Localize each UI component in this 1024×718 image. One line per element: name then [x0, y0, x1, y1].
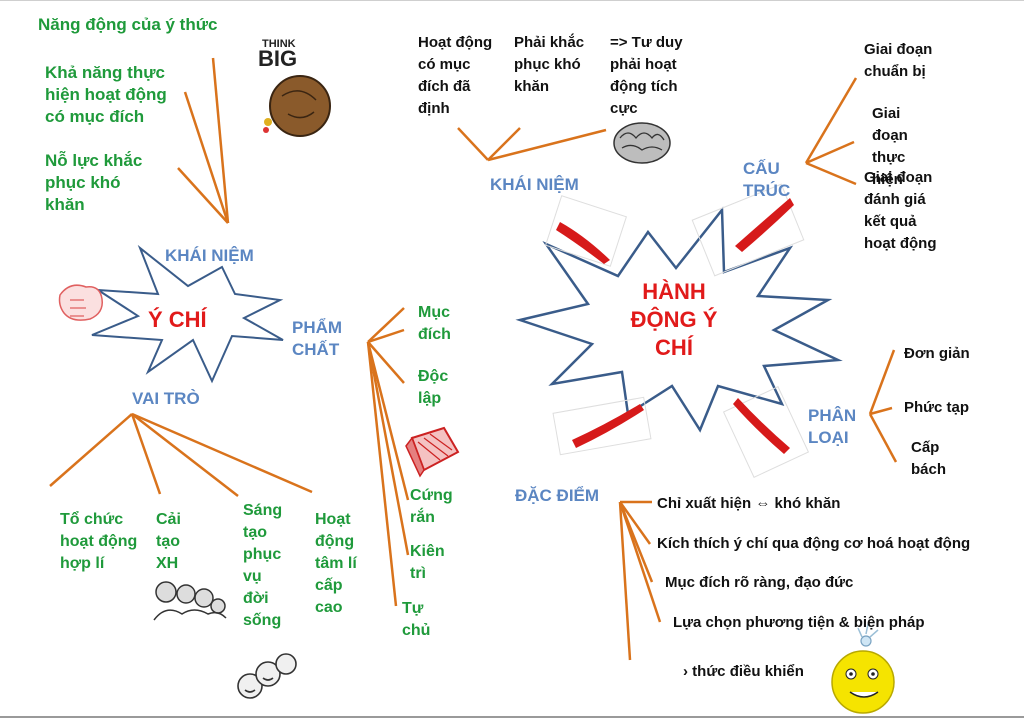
action-center-title: HÀNH ĐỘNG Ý CHÍ	[630, 279, 718, 360]
feature-item-1: Chỉ xuất hiện ⇔ khó khăn	[657, 495, 841, 512]
fist-icon	[58, 284, 103, 321]
cube-icon	[405, 426, 460, 478]
structure-item-3: Giai đoạn đánh giá kết quả hoạt động	[864, 169, 937, 252]
role-item-4: Hoạt động tâm lí cấp cao	[315, 511, 357, 616]
structure-item-1: Giai đoạn chuẩn bị	[864, 41, 933, 80]
top-border	[0, 0, 1024, 1]
arrow-to-type	[722, 386, 810, 478]
role-connectors	[49, 412, 313, 497]
type-item-1: Đơn giản	[904, 345, 970, 362]
action-concept-item-2: Phải khắc phục khó khăn	[514, 34, 585, 95]
role-item-2: Cải tạo XH	[156, 511, 181, 572]
right-center-star	[515, 206, 843, 433]
quality-item-3: Cứng rắn	[410, 487, 453, 526]
quality-connectors	[366, 307, 410, 607]
quality-item-4: Kiên trì	[410, 543, 445, 582]
will-center-title: Ý CHÍ	[148, 307, 207, 332]
quality-item-1: Mục đích	[418, 304, 451, 343]
type-connectors	[868, 349, 898, 463]
will-concept-item-2: Khả năng thực hiện hoạt động có mục đích	[45, 63, 167, 126]
action-branch-structure: CẤU TRÚC	[743, 159, 791, 200]
feature-item-4: Lựa chọn phương tiện & biện pháp	[673, 614, 925, 631]
structure-item-2: Giai đoạn thực hiện	[872, 105, 908, 188]
structure-connectors	[804, 77, 858, 186]
right-concept-connectors	[457, 127, 607, 162]
think-big-illustration: THINK BIG	[258, 38, 331, 137]
quality-item-2: Độc lập	[418, 368, 449, 407]
type-item-2: Phức tạp	[904, 399, 970, 416]
will-branch-role: VAI TRÒ	[132, 389, 200, 408]
arrow-to-concept	[544, 195, 628, 267]
will-concept-item-1: Năng động của ý thức	[38, 15, 218, 34]
will-concept-item-3: Nỗ lực khắc phục khó khăn	[45, 151, 143, 214]
arrow-to-features	[552, 396, 652, 456]
brain-icon	[613, 122, 671, 164]
feature-item-3: Mục đích rõ ràng, đạo đức	[665, 574, 854, 591]
action-branch-type: PHÂN LOẠI	[808, 406, 857, 447]
role-item-1: Tổ chức hoạt động hợp lí	[60, 511, 138, 572]
action-branch-concept: KHÁI NIỆM	[490, 175, 579, 194]
faces-icon	[237, 653, 297, 699]
feature-item-2: Kích thích ý chí qua động cơ hoá hoạt độ…	[657, 535, 971, 552]
feature-item-5: › thức điều khiển	[683, 663, 804, 680]
role-item-3: Sáng tạo phục vụ đời sống	[243, 502, 283, 629]
action-branch-features: ĐẶC ĐIỂM	[515, 486, 600, 505]
quality-item-5: Tự chủ	[402, 600, 431, 639]
big-label: BIG	[258, 46, 297, 71]
type-item-3: Cấp bách	[911, 439, 947, 478]
action-concept-item-3: => Tư duy phải hoạt động tích cực	[610, 34, 683, 117]
action-concept-item-1: Hoạt động có mục đích đã định	[418, 34, 493, 117]
feature-connectors	[618, 500, 662, 661]
think-label: THINK	[262, 38, 296, 50]
arrow-to-structure	[691, 183, 805, 277]
will-branch-quality: PHẨM CHẤT	[292, 318, 343, 359]
will-branch-concept: KHÁI NIỆM	[165, 246, 254, 265]
left-center-star	[91, 244, 284, 384]
left-concept-connectors	[177, 57, 230, 224]
smiley-lightbulb-icon	[831, 623, 895, 714]
bottom-border	[0, 716, 1024, 718]
people-icon	[153, 581, 227, 621]
